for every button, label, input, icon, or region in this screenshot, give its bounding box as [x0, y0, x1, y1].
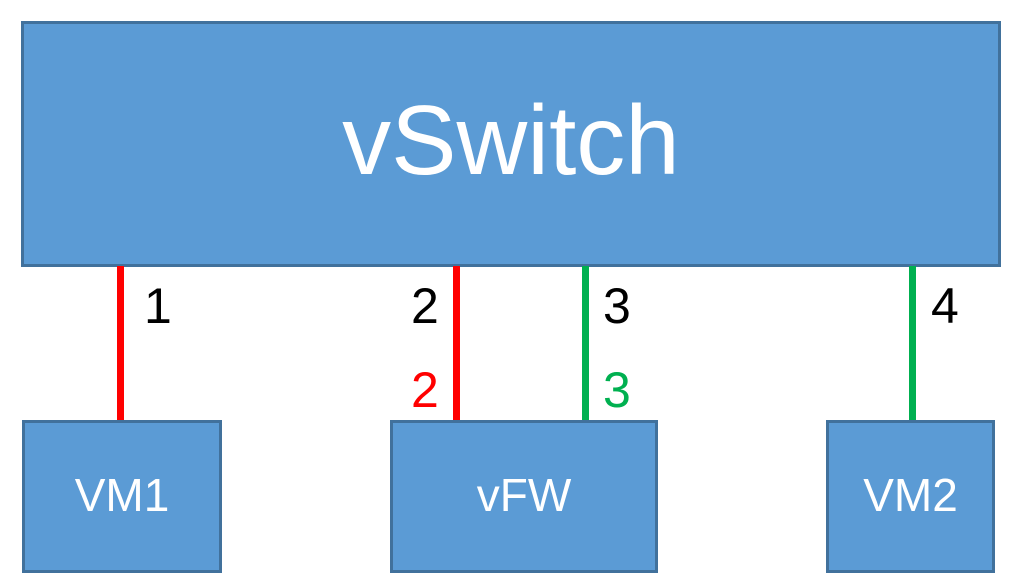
link-vswitch-vfw-red[interactable]	[453, 266, 460, 422]
port-label-1-switch: 1	[144, 278, 172, 334]
node-vm1-label: VM1	[74, 468, 170, 521]
node-vm1[interactable]: VM1	[22, 420, 222, 573]
node-vfw[interactable]: vFW	[390, 420, 658, 573]
port-label-4-switch: 4	[931, 278, 959, 334]
port-label-3-switch: 3	[603, 278, 631, 334]
node-vswitch-label: vSwitch	[342, 85, 680, 195]
link-vswitch-vfw-green[interactable]	[582, 266, 589, 422]
node-vm2-label: VM2	[863, 468, 958, 521]
node-vswitch[interactable]: vSwitch	[21, 21, 1001, 267]
link-vswitch-vm2[interactable]	[909, 266, 916, 422]
link-vswitch-vm1[interactable]	[117, 266, 124, 422]
port-label-2-vfw: 2	[411, 362, 439, 418]
port-label-3-vfw: 3	[603, 362, 631, 418]
node-vm2[interactable]: VM2	[826, 420, 995, 573]
node-vfw-label: vFW	[476, 468, 572, 521]
port-label-2-switch: 2	[411, 278, 439, 334]
